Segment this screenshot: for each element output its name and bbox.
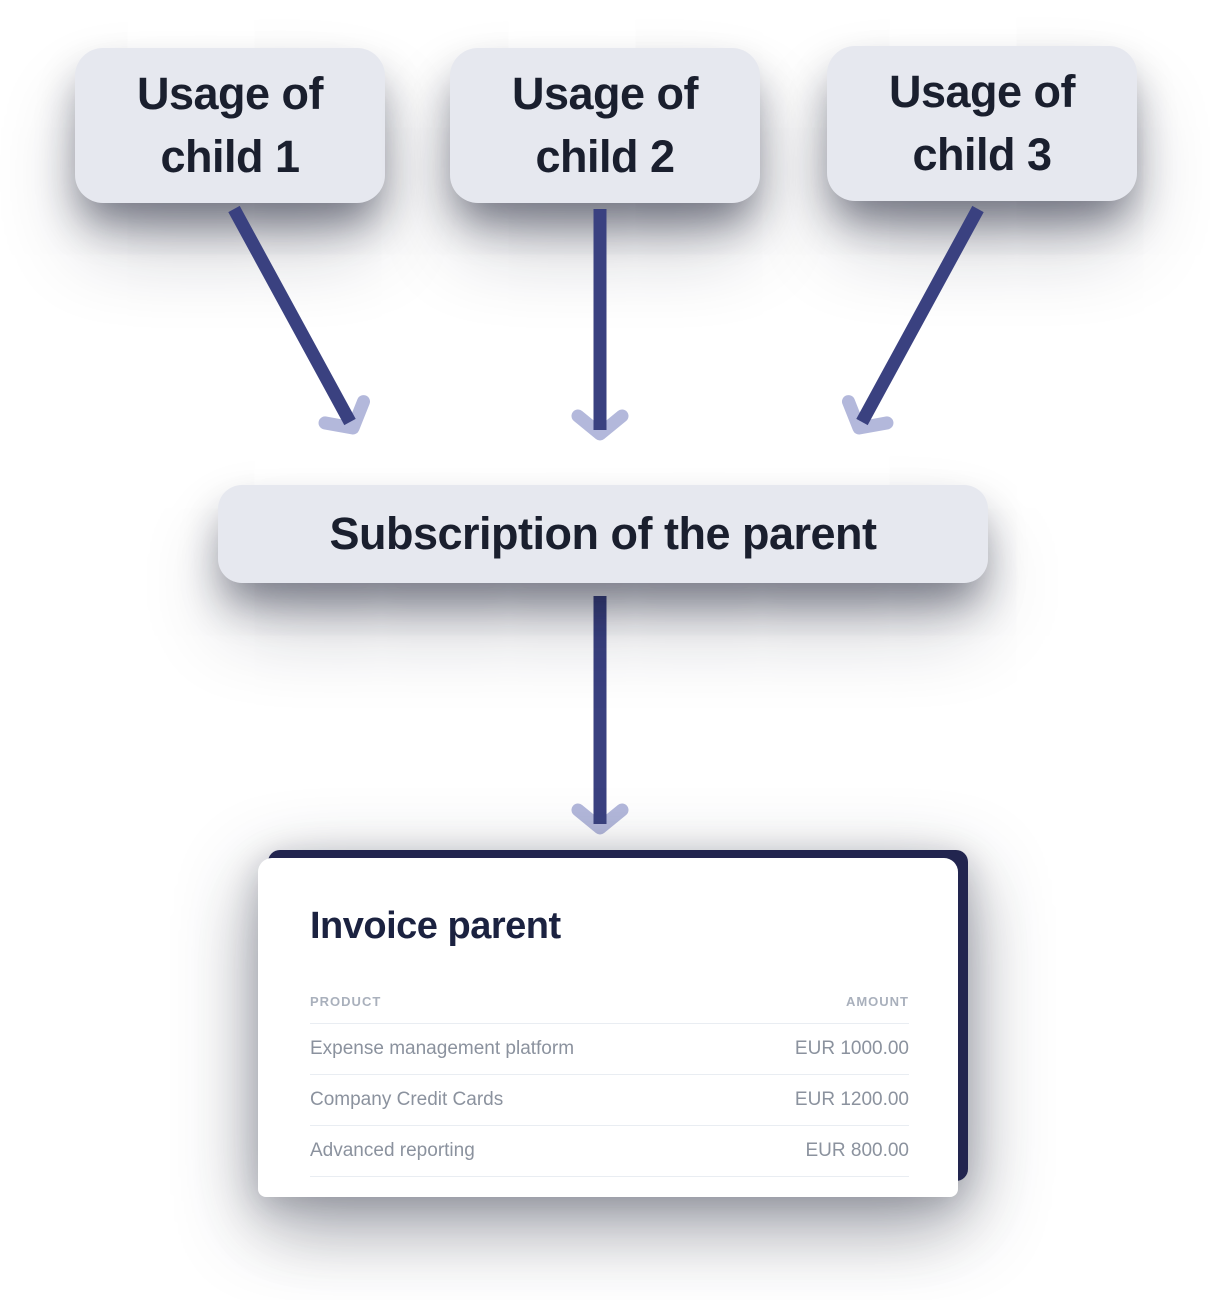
row-product: Company Credit Cards (310, 1089, 504, 1110)
node-subscription-parent: Subscription of the parent (218, 485, 988, 583)
row-amount: EUR 800.00 (805, 1140, 909, 1161)
node-usage-child-2-label: Usage of child 2 (511, 68, 699, 182)
invoice-card-surface: Invoice parent PRODUCT AMOUNT Expense ma… (258, 858, 958, 1197)
column-header-product: PRODUCT (310, 994, 382, 1009)
table-row: Company Credit Cards EUR 1200.00 (310, 1075, 909, 1126)
invoice-title: Invoice parent (310, 905, 561, 947)
arrow-child1-to-parent-icon (228, 205, 371, 435)
invoice-table-header: PRODUCT AMOUNT (310, 994, 909, 1024)
row-amount: EUR 1200.00 (794, 1089, 909, 1110)
node-usage-child-1: Usage of child 1 (75, 48, 385, 203)
table-row: Expense management platform EUR 1000.00 (310, 1024, 909, 1075)
node-usage-child-1-label: Usage of child 1 (136, 68, 324, 182)
column-header-amount: AMOUNT (845, 994, 909, 1009)
arrow-parent-to-invoice-icon (571, 596, 629, 835)
invoice-card: Invoice parent PRODUCT AMOUNT Expense ma… (258, 850, 968, 1197)
node-subscription-parent-label: Subscription of the parent (329, 508, 877, 559)
node-usage-child-3-label: Usage of child 3 (888, 66, 1076, 180)
row-amount: EUR 1000.00 (794, 1038, 909, 1059)
arrow-child3-to-parent-icon (841, 205, 984, 435)
row-product: Advanced reporting (310, 1140, 475, 1161)
arrow-child2-to-parent-icon (571, 209, 629, 441)
node-usage-child-3: Usage of child 3 (827, 46, 1137, 201)
table-row: Advanced reporting EUR 800.00 (310, 1126, 909, 1177)
node-usage-child-2: Usage of child 2 (450, 48, 760, 203)
row-product: Expense management platform (310, 1038, 575, 1059)
